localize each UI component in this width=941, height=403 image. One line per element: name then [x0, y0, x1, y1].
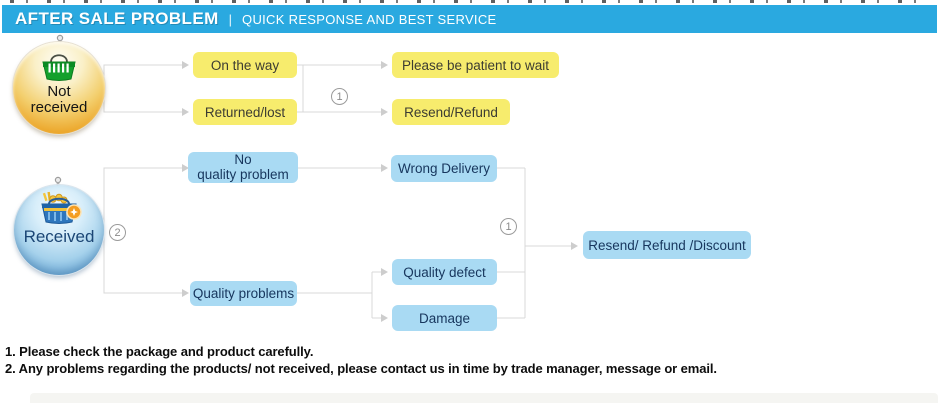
arrowhead-icon — [571, 242, 578, 250]
received-label: Received — [23, 227, 95, 246]
connector-line — [103, 167, 182, 294]
notes-line-2: 2. Any problems regarding the products/ … — [5, 361, 717, 376]
connector-line — [297, 271, 382, 319]
box-on-the-way: On the way — [193, 52, 297, 78]
arrowhead-icon — [381, 61, 388, 69]
next-section-strip — [30, 393, 938, 403]
cropped-text-remnant — [10, 0, 930, 3]
header-bar: AFTER SALE PROBLEM | QUICK RESPONSE AND … — [2, 5, 937, 33]
connector-line — [497, 167, 572, 319]
step-marker-received: 2 — [109, 224, 126, 241]
box-resend-refund: Resend/Refund — [392, 99, 510, 125]
box-resend-refund-discount: Resend/ Refund /Discount — [583, 231, 751, 259]
arrowhead-icon — [381, 108, 388, 116]
hook-icon — [54, 176, 62, 186]
arrowhead-icon — [182, 61, 189, 69]
box-quality-problems: Quality problems — [190, 281, 297, 306]
page-title: AFTER SALE PROBLEM — [15, 9, 219, 28]
arrowhead-icon — [182, 108, 189, 116]
connector-line — [103, 64, 182, 113]
step-marker-received-merge: 1 — [500, 218, 517, 235]
connector-line — [297, 64, 382, 113]
green-basket-icon — [42, 54, 76, 81]
box-damage: Damage — [392, 305, 497, 331]
arrowhead-icon — [381, 268, 388, 276]
box-quality-defect: Quality defect — [392, 259, 497, 285]
not-received-label: Not received — [30, 83, 88, 116]
title-divider: | — [228, 11, 233, 27]
notes-line-1: 1. Please check the package and product … — [5, 344, 314, 359]
page-subtitle: QUICK RESPONSE AND BEST SERVICE — [242, 11, 497, 27]
box-returned-lost: Returned/lost — [193, 99, 297, 125]
arrowhead-icon — [381, 164, 388, 172]
received-badge: Received — [14, 185, 104, 275]
step-marker-not-received: 1 — [331, 88, 348, 105]
box-wrong-delivery: Wrong Delivery — [391, 155, 497, 182]
not-received-badge: Not received — [13, 42, 105, 134]
box-be-patient: Please be patient to wait — [392, 52, 559, 78]
arrowhead-icon — [182, 289, 189, 297]
box-no-quality-problem: No quality problem — [188, 152, 298, 183]
blue-basket-icon — [41, 191, 82, 224]
arrowhead-icon — [182, 164, 189, 172]
arrowhead-icon — [381, 314, 388, 322]
